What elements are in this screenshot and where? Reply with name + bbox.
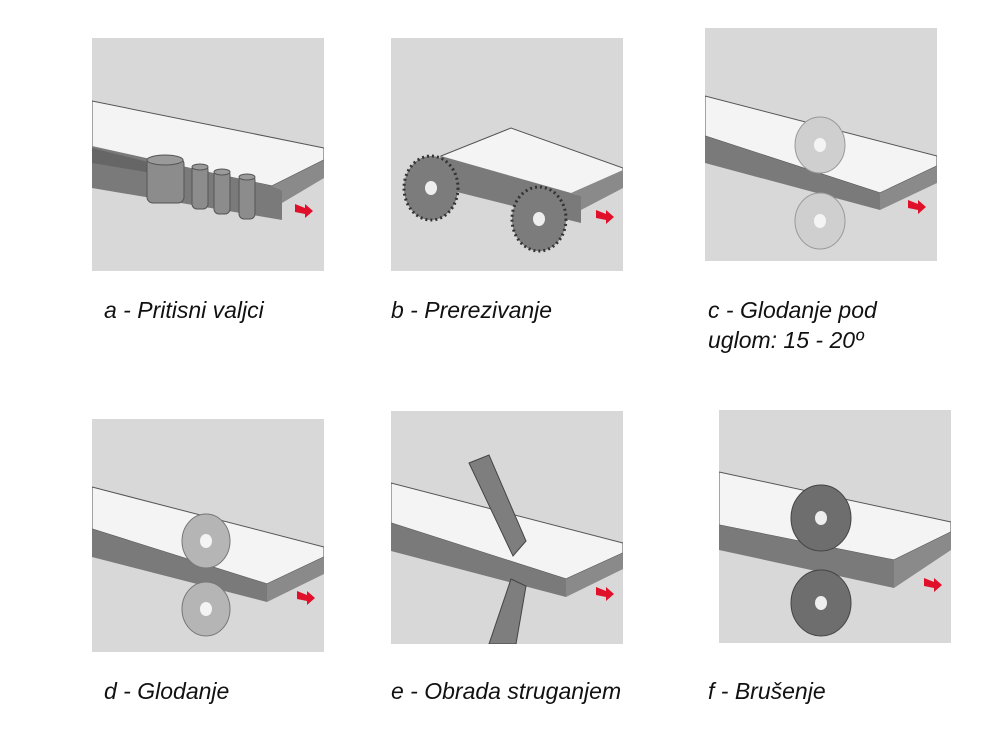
- panel-pressure-rollers: [92, 38, 324, 271]
- feed-arrow-icon: [596, 587, 614, 601]
- caption-d: d - Glodanje: [104, 678, 230, 704]
- caption-e: e - Obrada struganjem: [391, 678, 622, 704]
- feed-arrow-icon: [596, 210, 614, 224]
- panel-milling: [92, 419, 324, 652]
- panel-angle-milling: [705, 28, 937, 261]
- caption-b: b - Prerezivanje: [391, 297, 553, 323]
- caption-f: f - Brušenje: [708, 678, 826, 704]
- caption-a: a - Pritisni valjci: [104, 297, 264, 323]
- panel-cutting: [391, 38, 623, 271]
- feed-arrow-icon: [297, 591, 315, 605]
- feed-arrow-icon: [295, 204, 313, 218]
- panel-scraping: [391, 411, 623, 644]
- caption-c-line1: c - Glodanje pod: [708, 297, 877, 323]
- feed-arrow-icon: [908, 200, 926, 214]
- feed-arrow-icon: [924, 578, 942, 592]
- caption-c-line2: uglom: 15 - 20º: [708, 327, 864, 353]
- panel-sanding: [719, 410, 951, 643]
